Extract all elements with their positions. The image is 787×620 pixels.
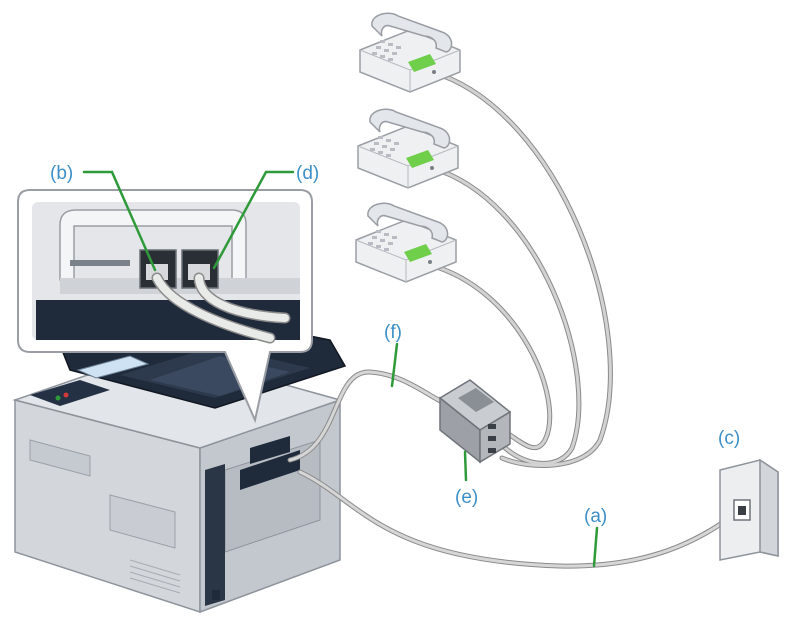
multifunction-printer-icon <box>12 311 347 614</box>
label-d: (d) <box>296 163 319 184</box>
label-f: (f) <box>384 322 402 343</box>
leader-lines <box>82 170 599 568</box>
telephone-icon <box>355 202 457 283</box>
line-cables <box>287 369 741 569</box>
telephone-icon <box>357 108 459 189</box>
port-callout <box>17 189 313 424</box>
label-c: (c) <box>718 428 740 449</box>
label-e: (e) <box>455 487 478 508</box>
label-a: (a) <box>584 506 607 527</box>
label-b: (b) <box>50 163 73 184</box>
telephone-icon <box>359 12 461 93</box>
wall-jack-icon <box>719 458 779 561</box>
port-closeup <box>32 202 300 344</box>
phone-cables <box>427 69 613 468</box>
labels: (b) (d) (f) (c) (e) (a) <box>50 163 740 527</box>
line-splitter-icon <box>438 379 512 464</box>
